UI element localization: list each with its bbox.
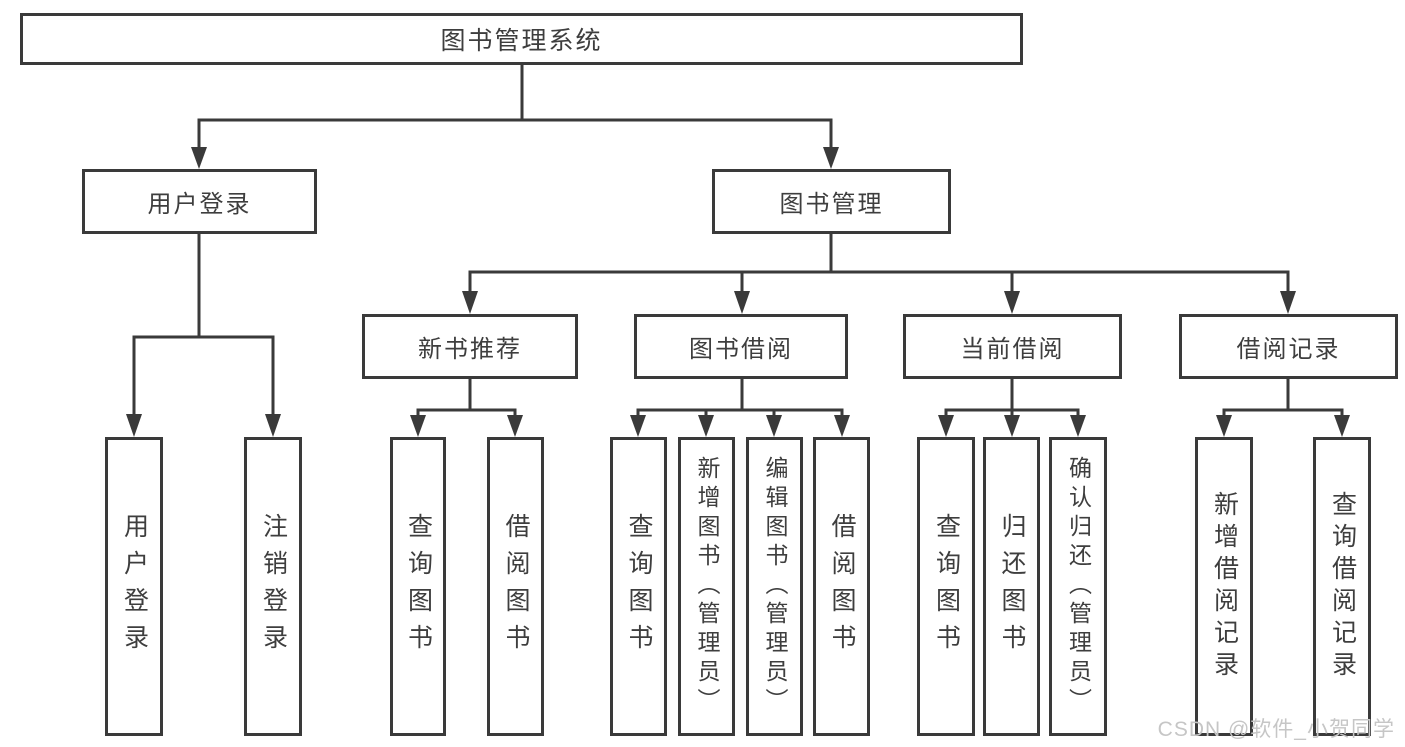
leaf-confirm-return-admin-label: 确认归还（管理员） <box>1065 456 1092 717</box>
leaf-logout: 注销登录 <box>244 437 302 736</box>
leaf-logout-label: 注销登录 <box>259 512 288 661</box>
connector-borrow-to-leaves <box>630 379 850 437</box>
csdn-watermark: CSDN @软件_小贺同学 <box>1157 718 1395 741</box>
node-library-system: 图书管理系统 <box>20 13 1023 65</box>
leaf-return-books: 归还图书 <box>983 437 1040 736</box>
leaf-add-books-admin: 新增图书（管理员） <box>678 437 735 736</box>
leaf-user-login: 用户登录 <box>105 437 163 736</box>
leaf-add-borrow-record-label: 新增借阅记录 <box>1210 490 1239 683</box>
leaf-borrow-books-recommend-label: 借阅图书 <box>502 512 530 661</box>
node-library-system-label: 图书管理系统 <box>440 27 603 55</box>
node-borrow-records-label: 借阅记录 <box>1236 336 1341 363</box>
leaf-query-books-current: 查询图书 <box>917 437 975 736</box>
leaf-query-books-recommend: 查询图书 <box>390 437 446 736</box>
node-current-borrow: 当前借阅 <box>903 314 1122 379</box>
node-new-book-recommend-label: 新书推荐 <box>418 336 522 363</box>
leaf-query-borrow-record: 查询借阅记录 <box>1313 437 1371 736</box>
leaf-confirm-return-admin: 确认归还（管理员） <box>1049 437 1107 736</box>
node-new-book-recommend: 新书推荐 <box>362 314 578 379</box>
leaf-user-login-label: 用户登录 <box>120 512 149 661</box>
leaf-add-books-admin-label: 新增图书（管理员） <box>694 456 720 717</box>
node-book-borrow: 图书借阅 <box>634 314 848 379</box>
leaf-add-borrow-record: 新增借阅记录 <box>1195 437 1253 736</box>
leaf-edit-books-admin-label: 编辑图书（管理员） <box>762 456 788 717</box>
node-user-login: 用户登录 <box>82 169 317 234</box>
node-book-management-label: 图书管理 <box>779 191 884 218</box>
node-book-management: 图书管理 <box>712 169 951 234</box>
connector-current-to-leaves <box>938 379 1086 437</box>
leaf-query-borrow-record-label: 查询借阅记录 <box>1328 490 1357 683</box>
connector-records-to-leaves <box>1216 379 1350 437</box>
node-book-borrow-label: 图书借阅 <box>689 336 793 363</box>
connector-recommend-to-leaves <box>410 379 523 437</box>
connector-user-login-to-leaves <box>126 233 281 437</box>
leaf-borrow-books-recommend: 借阅图书 <box>487 437 544 736</box>
connector-book-mgmt-to-level3 <box>462 234 1296 314</box>
node-current-borrow-label: 当前借阅 <box>960 336 1065 363</box>
leaf-borrow-books-borrow: 借阅图书 <box>813 437 870 736</box>
leaf-return-books-label: 归还图书 <box>998 512 1026 661</box>
node-user-login-label: 用户登录 <box>147 191 252 218</box>
node-borrow-records: 借阅记录 <box>1179 314 1398 379</box>
connector-root-to-level2 <box>191 65 839 169</box>
leaf-query-books-borrow-label: 查询图书 <box>625 512 653 661</box>
leaf-query-books-current-label: 查询图书 <box>932 512 961 661</box>
leaf-borrow-books-borrow-label: 借阅图书 <box>828 512 856 661</box>
leaf-edit-books-admin: 编辑图书（管理员） <box>746 437 803 736</box>
leaf-query-books-recommend-label: 查询图书 <box>404 512 433 661</box>
leaf-query-books-borrow: 查询图书 <box>610 437 667 736</box>
